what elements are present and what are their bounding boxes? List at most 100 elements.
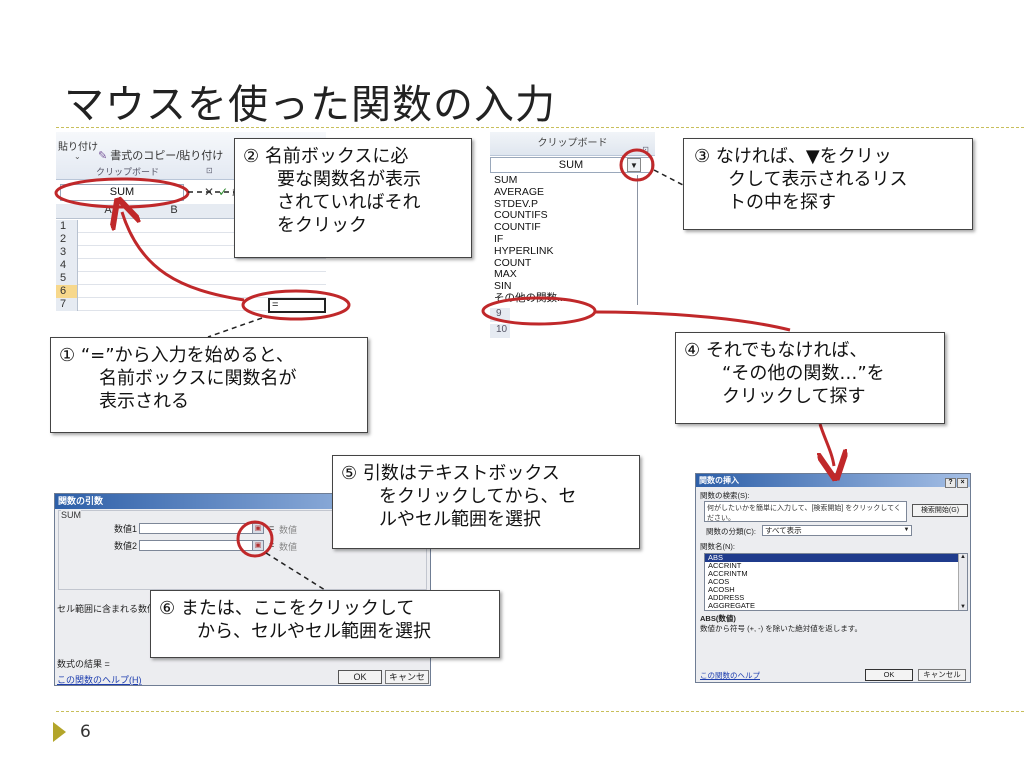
callout-step-5: ⑤ 引数はテキストボックス をクリックしてから、セ ルやセル範囲を選択	[332, 455, 640, 549]
dropdown-item[interactable]: COUNTIFS	[494, 209, 548, 222]
function-list-item[interactable]: ACOS	[708, 577, 730, 586]
paintbrush-icon: ✎	[98, 150, 108, 162]
cancel-button[interactable]: キャンセル	[918, 669, 966, 681]
help-link[interactable]: この関数のヘルプ	[700, 671, 760, 680]
active-cell[interactable]: =	[268, 298, 326, 313]
callout-line: ⑥ または、ここをクリックして	[159, 598, 415, 619]
clipboard-group-label: クリップボード⊡	[490, 132, 655, 156]
row-number[interactable]: 6	[56, 285, 78, 298]
function-search-input[interactable]: 何がしたいかを簡単に入力して、[検索開始] をクリックしてください。	[704, 501, 907, 522]
chevron-down-icon[interactable]: ▼	[903, 527, 910, 533]
row-number[interactable]: 5	[56, 272, 78, 285]
top-divider	[56, 127, 1024, 128]
dialog-title-bar: 関数の挿入 ?×	[696, 474, 970, 488]
dropdown-item[interactable]: IF	[494, 232, 504, 245]
row-number[interactable]: 9	[490, 308, 510, 322]
worksheet-row[interactable]: 4	[56, 259, 326, 272]
dropdown-item[interactable]: SUM	[494, 174, 518, 186]
arg2-label: 数値2	[113, 541, 137, 551]
callout-line: ② 名前ボックスに必	[243, 146, 409, 167]
arg1-hint: 数値	[279, 525, 298, 535]
scroll-up-icon[interactable]: ▲	[960, 554, 966, 560]
ok-button[interactable]: OK	[338, 670, 382, 684]
row-number[interactable]: 7	[56, 298, 78, 311]
collapse-dialog-icon[interactable]: ▣	[252, 540, 264, 551]
function-list-item[interactable]: ACCRINT	[708, 561, 742, 570]
function-list-item[interactable]: ACOSH	[708, 585, 735, 594]
dropdown-item[interactable]: AVERAGE	[494, 185, 544, 198]
function-list-item[interactable]: ADDRESS	[708, 593, 745, 602]
name-box[interactable]: SUM	[490, 157, 652, 173]
row-number[interactable]: 10	[490, 324, 510, 338]
search-start-button[interactable]: 検索開始(G)	[912, 504, 968, 517]
paste-dropdown-icon[interactable]: ⌄	[74, 152, 81, 161]
category-label: 関数の分類(C):	[706, 527, 756, 536]
cancel-button[interactable]: キャンセル	[385, 670, 429, 685]
worksheet-row[interactable]: 5	[56, 272, 326, 285]
callout-line: 表示される	[99, 391, 189, 412]
name-box-dropdown-fragment: クリップボード⊡ SUM ▼ SUM AVERAGE STDEV.P COUNT…	[490, 132, 655, 340]
row-number[interactable]: 1	[56, 220, 78, 233]
row-number[interactable]: 4	[56, 259, 78, 272]
function-list-item[interactable]: ACCRINTM	[708, 569, 748, 578]
function-list: ABS ACCRINT ACCRINTM ACOS ACOSH ADDRESS …	[704, 553, 968, 611]
callout-line: ③ なければ、▼をクリッ	[694, 146, 892, 167]
category-select[interactable]: すべて表示▼	[762, 525, 912, 536]
ok-button[interactable]: OK	[865, 669, 913, 681]
arg1-label: 数値1	[113, 524, 137, 534]
callout-line: ④ それでもなければ、	[684, 340, 868, 361]
title-buttons: ?×	[944, 475, 968, 488]
callout-line: から、セルやセル範囲を選択	[197, 621, 431, 642]
cancel-icon[interactable]: ✕	[204, 185, 215, 199]
column-header-a[interactable]: A	[104, 204, 112, 216]
dropdown-item[interactable]: COUNTIF	[494, 221, 541, 234]
dialog-launcher-icon[interactable]: ⊡	[206, 166, 213, 175]
scroll-down-icon[interactable]: ▼	[960, 604, 966, 610]
dropdown-item[interactable]: SIN	[494, 280, 512, 293]
page-number: 6	[80, 722, 91, 742]
dropdown-item[interactable]: STDEV.P	[494, 197, 538, 210]
list-scrollbar[interactable]: ▲ ▼	[958, 554, 967, 610]
row-number[interactable]: 2	[56, 233, 78, 246]
arg1-input[interactable]	[139, 523, 259, 534]
name-box[interactable]: SUM	[60, 184, 184, 201]
callout-line: をクリックしてから、セ	[379, 486, 577, 507]
callout-step-2: ② 名前ボックスに必 要な関数名が表示 されていればそれ をクリック	[234, 138, 472, 258]
slide-title: マウスを使った関数の入力	[64, 82, 556, 128]
function-name-label: SUM	[61, 510, 81, 520]
callout-line: クして表示されるリス	[728, 169, 908, 190]
worksheet-row-active[interactable]: 6	[56, 285, 326, 298]
paste-button[interactable]: 貼り付け	[58, 142, 98, 153]
arg1-equals: =	[269, 523, 275, 533]
collapse-dialog-icon[interactable]: ▣	[252, 523, 264, 534]
worksheet-row[interactable]: 7	[56, 298, 326, 311]
function-list-item-selected[interactable]: ABS	[705, 554, 967, 562]
dropdown-item[interactable]: COUNT	[494, 256, 532, 269]
insert-function-dialog: 関数の挿入 ?× 関数の検索(S): 何がしたいかを簡単に入力して、[検索開始]…	[695, 473, 971, 683]
arg2-input[interactable]	[139, 540, 259, 551]
dropdown-item-more-functions[interactable]: その他の関数...	[494, 291, 566, 304]
callout-line: トの中を探す	[728, 192, 836, 213]
arg2-hint: 数値	[279, 542, 298, 552]
callout-line: ルやセル範囲を選択	[379, 509, 541, 530]
play-triangle-icon	[53, 722, 66, 742]
function-dropdown-list: SUM AVERAGE STDEV.P COUNTIFS COUNTIF IF …	[490, 174, 638, 305]
function-description: 数値から符号 (+, -) を除いた絶対値を返します。	[700, 624, 862, 633]
row-number[interactable]: 3	[56, 246, 78, 259]
close-icon[interactable]: ×	[957, 478, 968, 488]
arg2-equals: =	[269, 540, 275, 550]
enter-check-icon[interactable]: ✓	[218, 185, 229, 199]
column-header-b[interactable]: B	[170, 204, 178, 216]
callout-step-1: ① “=”から入力を始めると、 名前ボックスに関数名が 表示される	[50, 337, 368, 433]
help-link[interactable]: この関数のヘルプ(H)	[57, 675, 142, 685]
search-label: 関数の検索(S):	[700, 491, 750, 500]
name-box-dropdown-arrow-icon[interactable]: ▼	[627, 158, 641, 172]
callout-line: をクリック	[277, 215, 367, 236]
function-list-item[interactable]: AGGREGATE	[708, 601, 755, 610]
dropdown-item[interactable]: HYPERLINK	[494, 244, 554, 257]
clipboard-label: クリップボード	[537, 138, 608, 149]
help-icon[interactable]: ?	[945, 478, 956, 488]
format-painter-button[interactable]: ✎書式のコピー/貼り付け	[98, 147, 223, 163]
callout-line: 名前ボックスに関数名が	[99, 368, 297, 389]
dropdown-item[interactable]: MAX	[494, 268, 517, 281]
